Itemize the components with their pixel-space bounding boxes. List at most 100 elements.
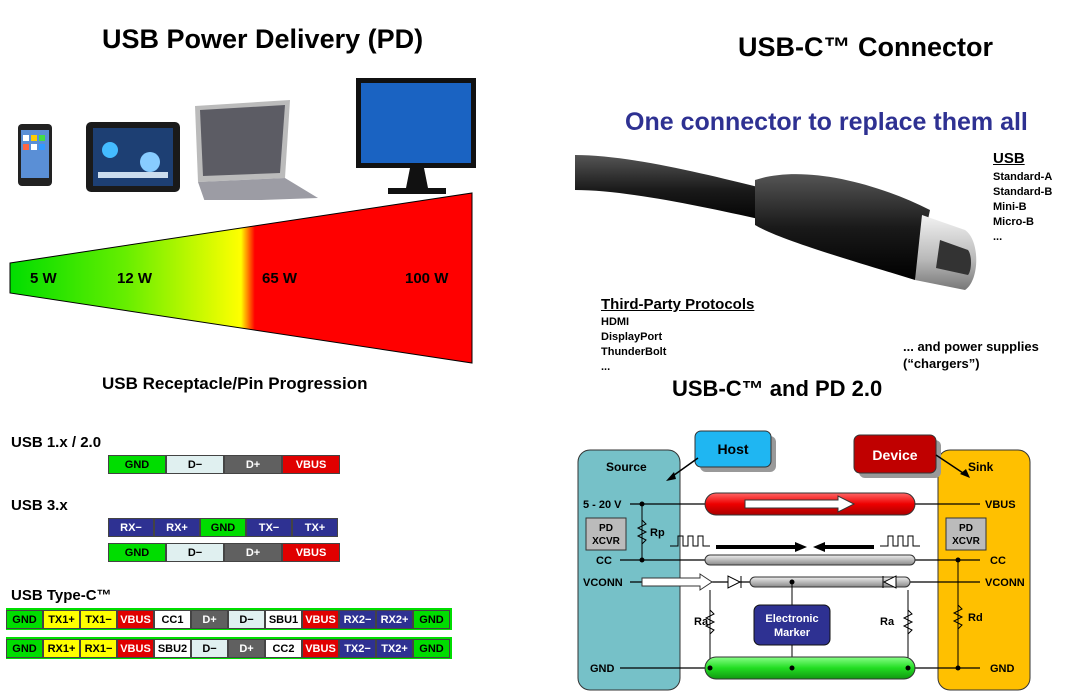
v520-label: 5 - 20 V: [583, 499, 622, 511]
third-party-item: ...: [601, 361, 611, 373]
pin-d: D−: [228, 610, 265, 629]
tablet-icon: [86, 122, 180, 192]
source-label: Source: [606, 460, 647, 474]
pin-d: D+: [191, 610, 228, 629]
gnd-left-label: GND: [590, 663, 615, 675]
usb-list-item: Micro-B: [993, 216, 1034, 228]
pd-signal-right: [880, 535, 920, 547]
vconn-right-label: VCONN: [985, 577, 1025, 589]
usb-heading: USB: [993, 150, 1025, 167]
connector-subtitle: One connector to replace them all: [625, 108, 1028, 136]
pin-d: D+: [224, 455, 282, 474]
pin-tx2: TX2−: [339, 639, 376, 658]
third-party-item: HDMI: [601, 316, 630, 328]
vconn-arrow: [641, 573, 713, 591]
pin-sbu1: SBU1: [265, 610, 302, 629]
usb-list-item: Mini-B: [993, 201, 1027, 213]
pin-cc1: CC1: [154, 610, 191, 629]
pin-d: D−: [166, 455, 224, 474]
marker-label-1: Electronic: [765, 613, 818, 625]
third-party-list: HDMI DisplayPort ThunderBolt ...: [601, 315, 666, 375]
pin-sbu2: SBU2: [154, 639, 191, 658]
sink-panel: [937, 449, 1031, 691]
ra-left-label: Ra: [694, 616, 709, 628]
device-arrow-head: [960, 469, 970, 478]
pin-tx2: TX2+: [376, 639, 413, 658]
cc-node-left: [639, 557, 645, 563]
third-party-item: DisplayPort: [601, 331, 663, 343]
pin-gnd: GND: [413, 610, 450, 629]
pin-rx2: RX2+: [376, 610, 413, 629]
vbus-label: VBUS: [985, 499, 1016, 511]
power-100w: 100 W: [405, 270, 449, 287]
devices-illustration: [18, 78, 476, 200]
pin-d: D−: [191, 639, 228, 658]
gnd-node-2: [789, 665, 795, 671]
gnd-node-3: [905, 665, 911, 671]
cc-cable: [704, 554, 916, 566]
power-gradient-wedge: [9, 192, 473, 364]
ra-left-resistor: [704, 609, 716, 635]
monitor-icon: [356, 78, 476, 194]
pd-signal-left: [670, 535, 710, 547]
vconn-left-label: VCONN: [583, 577, 623, 589]
pin-gnd: GND: [413, 639, 450, 658]
device-box: [853, 434, 937, 474]
rd-label: Rd: [968, 612, 983, 624]
pin-gnd: GND: [6, 610, 43, 629]
pin-gnd: GND: [6, 639, 43, 658]
rp-label: Rp: [650, 527, 665, 539]
power-supplies-line-2: (“chargers”): [903, 356, 980, 371]
pin-rx: RX+: [154, 518, 200, 537]
pin-tx: TX−: [246, 518, 292, 537]
pin-rx1: RX1+: [43, 639, 80, 658]
pin-rx: RX−: [108, 518, 154, 537]
pin-vbus: VBUS: [282, 455, 340, 474]
cc-arrow-right-head: [795, 542, 807, 552]
gnd-right-label: GND: [990, 663, 1015, 675]
diode-right: [882, 575, 897, 589]
phone-icon: [18, 124, 52, 186]
gnd-node-1: [707, 665, 713, 671]
electronic-marker: [753, 604, 831, 646]
host-label: Host: [717, 441, 748, 457]
pin-tx1: TX1−: [80, 610, 117, 629]
third-party-item: ThunderBolt: [601, 346, 667, 358]
pin-rx2: RX2−: [339, 610, 376, 629]
host-box: [694, 430, 772, 468]
pin-vbus: VBUS: [302, 610, 339, 629]
progression-title: USB Receptacle/Pin Progression: [102, 374, 368, 393]
pd-xcvr-right: [945, 517, 987, 551]
pin-d: D+: [224, 543, 282, 562]
gnd-cable: [704, 656, 916, 680]
usb-list-item: ...: [993, 231, 1003, 243]
rd-resistor: [952, 604, 964, 630]
vconn-cable: [749, 576, 911, 588]
typec-label: USB Type-C™: [11, 587, 112, 604]
xcvr-right-label: XCVR: [952, 536, 981, 547]
pd-schematic: Source Sink Host Device 5 - 20 V VBUS Rp…: [577, 430, 1031, 691]
cc-right-label: CC: [990, 555, 1006, 567]
pin-d: D+: [228, 639, 265, 658]
power-5w: 5 W: [30, 270, 57, 287]
power-supplies-line-1: ... and power supplies: [903, 339, 1039, 354]
pin-rx1: RX1−: [80, 639, 117, 658]
pin-vbus: VBUS: [282, 543, 340, 562]
xcvr-left-label: XCVR: [592, 536, 621, 547]
pd-right-label: PD: [959, 523, 973, 534]
laptop-icon: [195, 100, 318, 200]
rp-resistor: [636, 519, 648, 545]
pin-tx1: TX1+: [43, 610, 80, 629]
cc-left-label: CC: [596, 555, 612, 567]
pin-d: D−: [166, 543, 224, 562]
usb-list-item: Standard-B: [993, 186, 1053, 198]
source-panel: [577, 449, 681, 691]
pin-vbus: VBUS: [302, 639, 339, 658]
diode-left: [727, 575, 742, 589]
power-65w: 65 W: [262, 270, 298, 287]
device-arrow: [935, 454, 967, 476]
pin-cc2: CC2: [265, 639, 302, 658]
